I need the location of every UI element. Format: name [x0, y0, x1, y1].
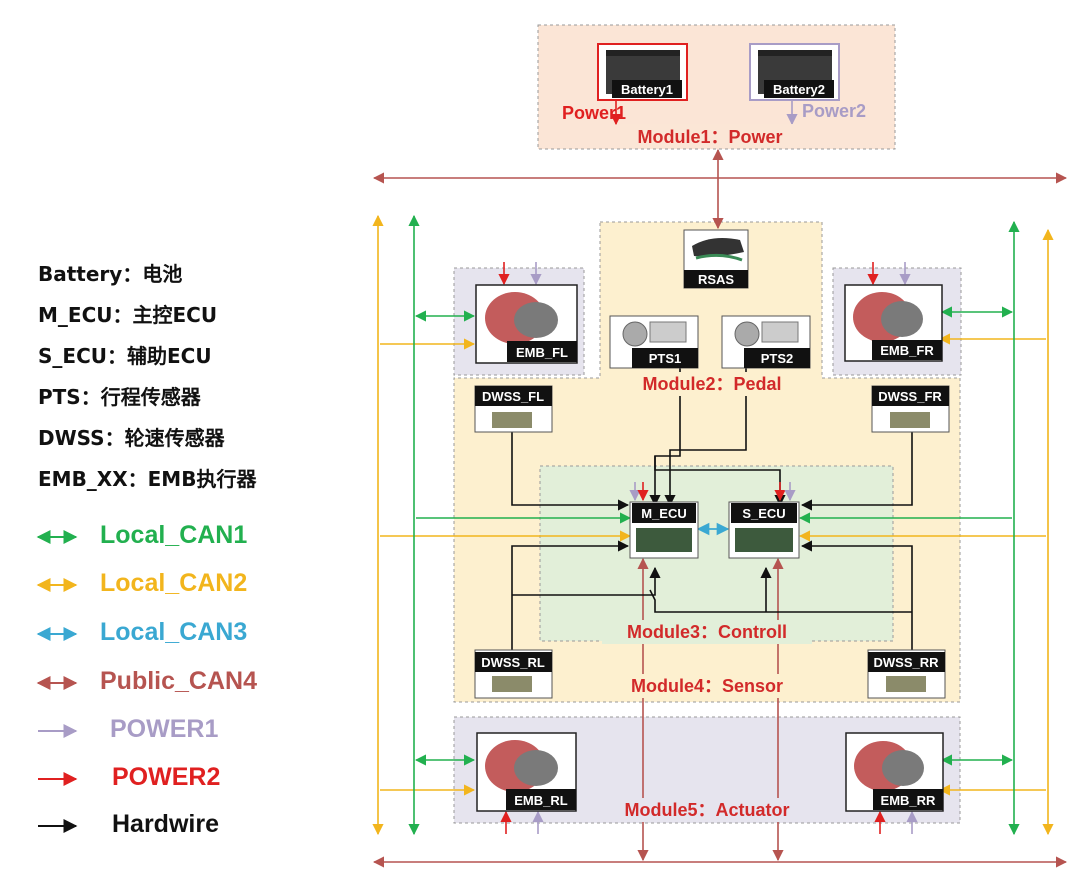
- local-can2-lines: [372, 214, 1054, 836]
- svg-text:PTS1: PTS1: [649, 351, 682, 366]
- steering-sensor-icon: [692, 238, 744, 257]
- power2-label: Power2: [802, 101, 866, 121]
- legend-arrows: [36, 530, 78, 833]
- pts1: PTS1: [609, 315, 699, 369]
- svg-text:EMB_RR: EMB_RR: [881, 793, 937, 808]
- legend-battery: Battery：电池: [38, 262, 183, 286]
- svg-text:Battery1: Battery1: [621, 82, 673, 97]
- battery1: Battery1: [597, 43, 688, 101]
- module3-box: [539, 465, 894, 642]
- dwss-rr: DWSS_RR: [867, 649, 946, 699]
- power1-label: Power1: [562, 103, 626, 123]
- emb-rl: EMB_RL: [476, 732, 577, 812]
- s-ecu: S_ECU: [728, 501, 800, 559]
- module5-label: Module5：Actuator: [624, 800, 789, 820]
- legend-dwss: DWSS：轮速传感器: [38, 426, 225, 450]
- pts2: PTS2: [721, 315, 811, 369]
- svg-text:EMB_RL: EMB_RL: [514, 793, 568, 808]
- m-ecu: M_ECU: [629, 501, 699, 559]
- wheel-speed-sensor-icon: [492, 412, 532, 428]
- emb-fr: EMB_FR: [844, 284, 943, 362]
- svg-text:EMB_FR: EMB_FR: [880, 343, 934, 358]
- legend-pts: PTS：行程传感器: [38, 385, 201, 409]
- local-can1-lines: [408, 214, 1020, 836]
- pedal-sensor-icon: [622, 321, 648, 347]
- legend-power1: POWER1: [110, 715, 219, 743]
- svg-text:Battery2: Battery2: [773, 82, 825, 97]
- svg-text:PTS2: PTS2: [761, 351, 794, 366]
- hardwire-lines: [511, 368, 913, 650]
- wheel-speed-sensor-icon: [492, 676, 532, 692]
- legend-power2: POWER2: [112, 763, 221, 791]
- legend-public-can4: Public_CAN4: [100, 667, 257, 695]
- legend-emb: EMB_XX：EMB执行器: [38, 467, 257, 491]
- svg-text:DWSS_FR: DWSS_FR: [878, 389, 942, 404]
- dwss-rl: DWSS_RL: [474, 649, 553, 699]
- power-wires: [498, 100, 918, 834]
- svg-text:EMB_FL: EMB_FL: [516, 345, 568, 360]
- ecu-board-icon: [735, 528, 793, 552]
- module3-label: Module3：Controll: [627, 622, 787, 642]
- pedal-sensor-icon: [734, 321, 760, 347]
- svg-text:DWSS_FL: DWSS_FL: [482, 389, 544, 404]
- svg-text:S_ECU: S_ECU: [742, 506, 785, 521]
- ecu-board-icon: [636, 528, 692, 552]
- svg-text:M_ECU: M_ECU: [641, 506, 687, 521]
- legend-local-can1: Local_CAN1: [100, 521, 248, 549]
- module2-label: Module2：Pedal: [642, 374, 781, 394]
- wheel-speed-sensor-icon: [890, 412, 930, 428]
- battery2: Battery2: [749, 43, 840, 101]
- rsas: RSAS: [683, 229, 749, 289]
- dwss-fl: DWSS_FL: [474, 385, 553, 433]
- emb-fl: EMB_FL: [475, 284, 578, 364]
- svg-text:DWSS_RR: DWSS_RR: [873, 655, 939, 670]
- legend-local-can3: Local_CAN3: [100, 618, 248, 646]
- svg-text:DWSS_RL: DWSS_RL: [481, 655, 545, 670]
- module4-label: Module4：Sensor: [631, 676, 783, 696]
- dwss-fr: DWSS_FR: [871, 385, 950, 433]
- wheel-speed-sensor-icon: [886, 676, 926, 692]
- emb-rr: EMB_RR: [845, 732, 944, 812]
- svg-text:RSAS: RSAS: [698, 272, 734, 287]
- module1-label: Module1：Power: [637, 127, 782, 147]
- legend-hardwire: Hardwire: [112, 810, 219, 838]
- legend-m-ecu: M_ECU：主控ECU: [38, 303, 218, 327]
- legend-local-can2: Local_CAN2: [100, 569, 248, 597]
- legend-s-ecu: S_ECU：辅助ECU: [38, 344, 212, 368]
